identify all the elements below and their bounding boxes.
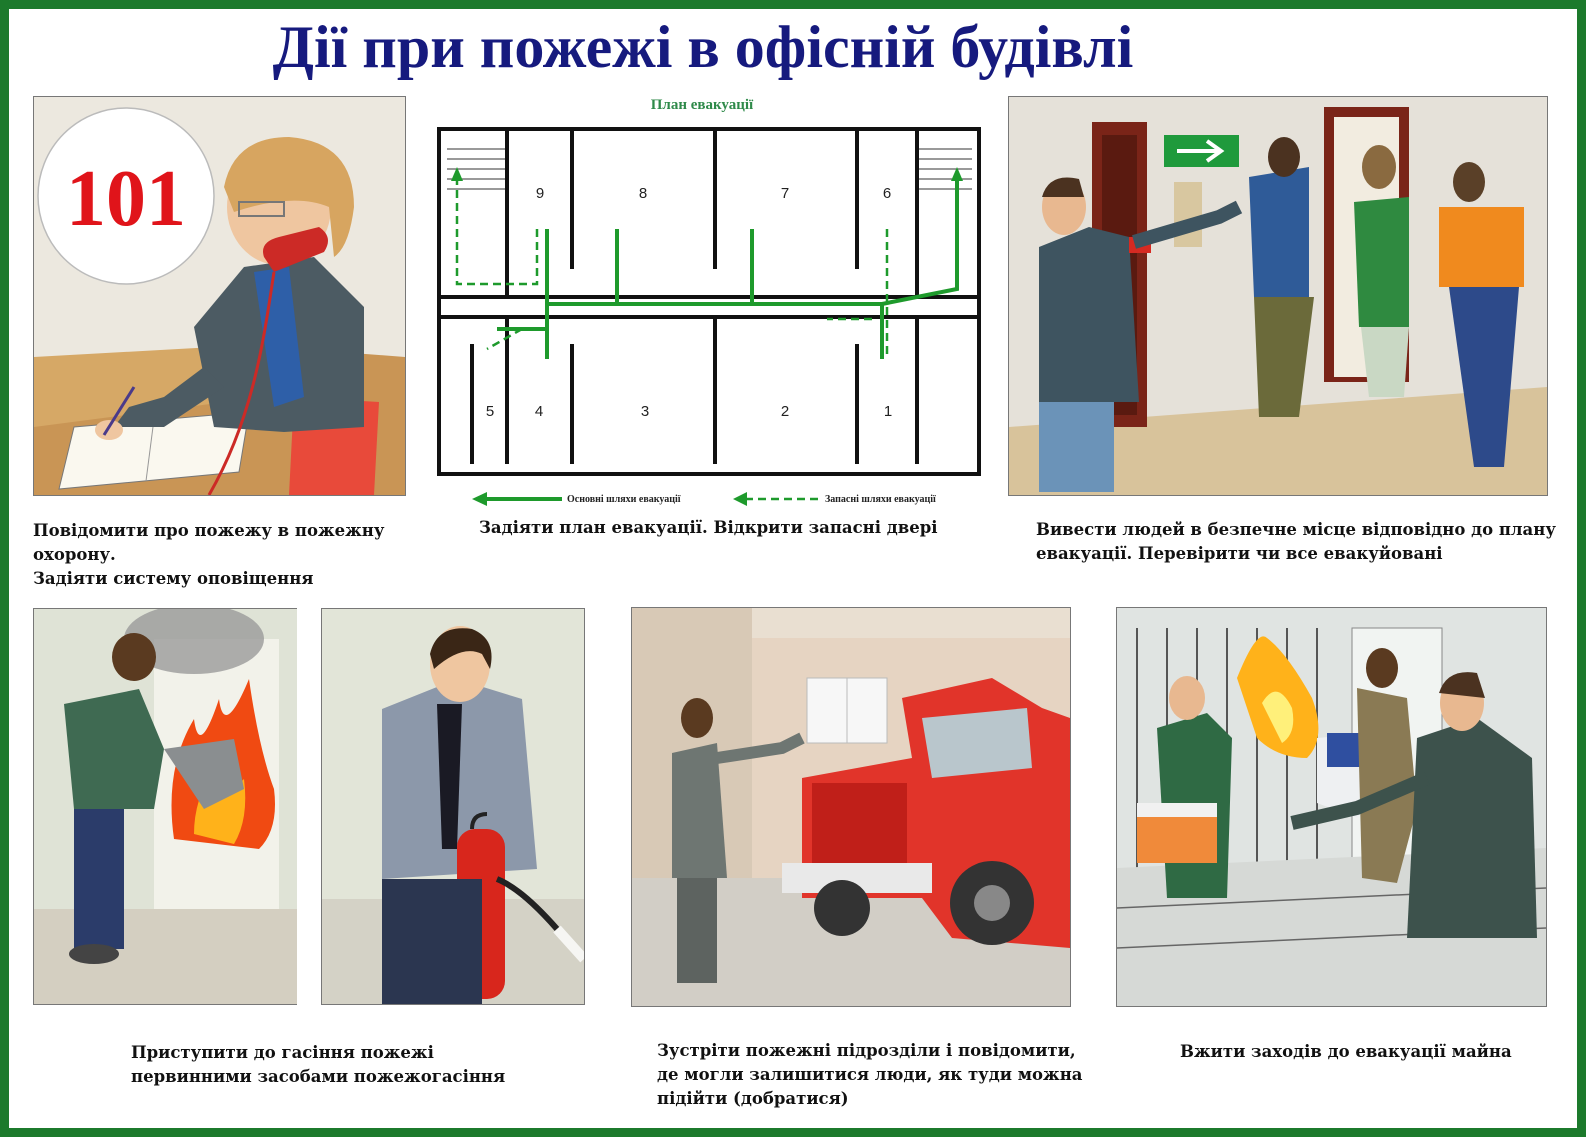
panel-divider	[297, 608, 321, 1005]
evacuation-plan-diagram: 9 8 7 6 5 4 3 2 1 Основні шляхи евакуаці…	[437, 127, 981, 506]
poster-title: Дії при пожежі в офісній будівлі	[272, 14, 1134, 80]
room-9: 9	[536, 185, 544, 202]
panel-meet-fire-brigade	[631, 607, 1071, 1007]
emergency-number-101: 101	[66, 155, 186, 243]
illustration-evacuate-property	[1117, 608, 1546, 1006]
caption-extinguish: Приступити до гасіння пожежі первинними …	[131, 1043, 506, 1086]
panel-extinguish-bucket	[33, 608, 299, 1005]
caption-meet-fire-brigade: Зустріти пожежні підрозділи і повідомити…	[657, 1041, 1083, 1108]
illustration-call-fire-service: 101	[34, 97, 405, 495]
panel-evacuate-property	[1116, 607, 1547, 1007]
legend-main-label: Основні шляхи евакуації	[567, 494, 681, 505]
illustration-extinguish-bucket	[34, 609, 298, 1004]
room-4: 4	[535, 403, 543, 420]
spare-evacuation-routes	[455, 179, 889, 359]
legend-spare-label: Запасні шляхи евакуації	[825, 494, 936, 505]
room-2: 2	[781, 403, 789, 420]
caption-evacuate-property: Вжити заходів до евакуації майна	[1180, 1042, 1512, 1061]
emergency-badge-circle	[37, 107, 215, 285]
illustration-lead-evacuation	[1009, 97, 1547, 495]
evacuation-plan: 9 8 7 6 5 4 3 2 1 Основні шляхи евакуаці…	[427, 119, 987, 509]
panel-call-fire-service: 101	[33, 96, 406, 496]
room-1: 1	[884, 403, 892, 420]
caption-evacuation-plan: Задіяти план евакуації. Відкрити запасні…	[479, 518, 938, 537]
room-6: 6	[883, 185, 891, 202]
panel-lead-evacuation	[1008, 96, 1548, 496]
room-5: 5	[486, 403, 494, 420]
illustration-extinguish-extinguisher	[322, 609, 584, 1004]
illustration-meet-fire-brigade	[632, 608, 1070, 1006]
carried-box	[1137, 808, 1217, 863]
caption-call-fire-service: Повідомити про пожежу в пожежну охорону.…	[33, 521, 385, 588]
caption-lead-evacuation: Вивести людей в безпечне місце відповідн…	[1036, 520, 1556, 563]
plan-title: План евакуації	[650, 97, 754, 113]
panel-extinguish-extinguisher	[321, 608, 585, 1005]
room-8: 8	[639, 185, 647, 202]
room-7: 7	[781, 185, 789, 202]
main-evacuation-routes	[497, 179, 959, 359]
room-3: 3	[641, 403, 649, 420]
